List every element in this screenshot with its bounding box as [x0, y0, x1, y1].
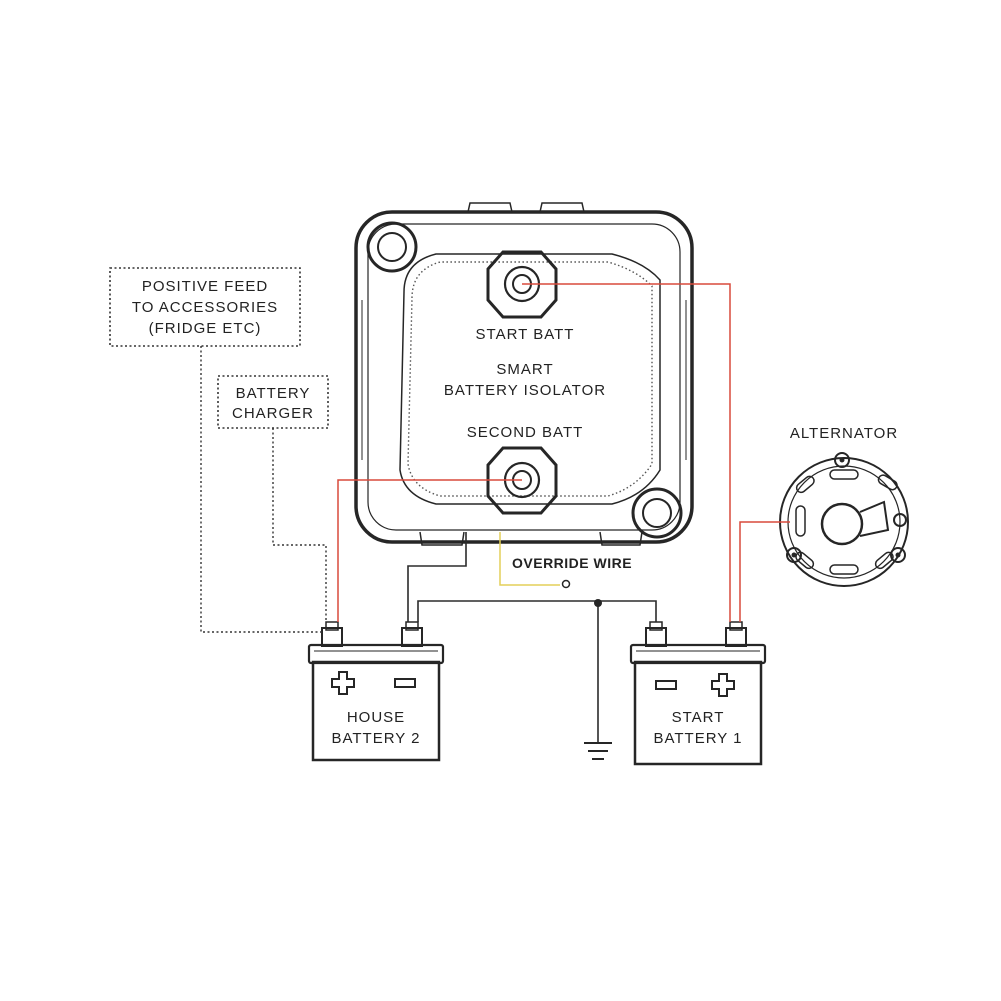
- smart-battery-isolator: START BATT SMART BATTERY ISOLATOR SECOND…: [354, 202, 694, 546]
- charger-feed-wire: [272, 428, 327, 622]
- override-wire: [499, 532, 560, 586]
- start-positive-wire: [522, 283, 731, 622]
- start-batt-label: START BATT: [476, 326, 575, 343]
- start-battery-1: START BATTERY 1: [629, 621, 767, 766]
- battery-charger-box: BATTERY CHARGER: [217, 375, 329, 429]
- charger-line2: CHARGER: [232, 405, 314, 422]
- alternator: ALTERNATOR: [779, 425, 909, 587]
- start-battery-line2: BATTERY 1: [653, 730, 742, 747]
- isolator-title-line2: BATTERY ISOLATOR: [444, 382, 606, 399]
- negative-bus-wire: [417, 600, 657, 622]
- house-battery-plus-icon: [331, 671, 355, 695]
- house-battery-2: HOUSE BATTERY 2: [307, 621, 445, 762]
- accessories-box: POSITIVE FEED TO ACCESSORIES (FRIDGE ETC…: [109, 267, 301, 347]
- start-battery-minus-icon: [655, 680, 677, 690]
- mounting-bolt-bottom-right-icon: [631, 487, 683, 539]
- override-wire-end-icon: [561, 579, 571, 589]
- alternator-positive-wire: [739, 521, 790, 622]
- mounting-bolt-top-left-icon: [366, 221, 418, 273]
- house-positive-wire: [337, 479, 522, 622]
- alternator-label: ALTERNATOR: [790, 425, 898, 442]
- ground-icon: [584, 742, 612, 760]
- accessories-feed-wire: [200, 346, 322, 633]
- start-battery-line1: START: [672, 709, 725, 726]
- start-battery-plus-icon: [711, 673, 735, 697]
- house-battery-line1: HOUSE: [347, 709, 405, 726]
- override-wire-label: OVERRIDE WIRE: [512, 555, 632, 571]
- alternator-icon: [779, 452, 909, 587]
- house-battery-line2: BATTERY 2: [331, 730, 420, 747]
- house-battery-minus-icon: [394, 678, 416, 688]
- accessories-line2: TO ACCESSORIES: [132, 299, 278, 316]
- accessories-line3: (FRIDGE ETC): [149, 320, 262, 337]
- second-batt-label: SECOND BATT: [467, 424, 584, 441]
- isolator-ground-wire: [407, 532, 467, 622]
- isolator-title-line1: SMART: [496, 361, 553, 378]
- charger-line1: BATTERY: [236, 385, 311, 402]
- bus-junction-icon: [594, 599, 602, 607]
- accessories-line1: POSITIVE FEED: [142, 278, 268, 295]
